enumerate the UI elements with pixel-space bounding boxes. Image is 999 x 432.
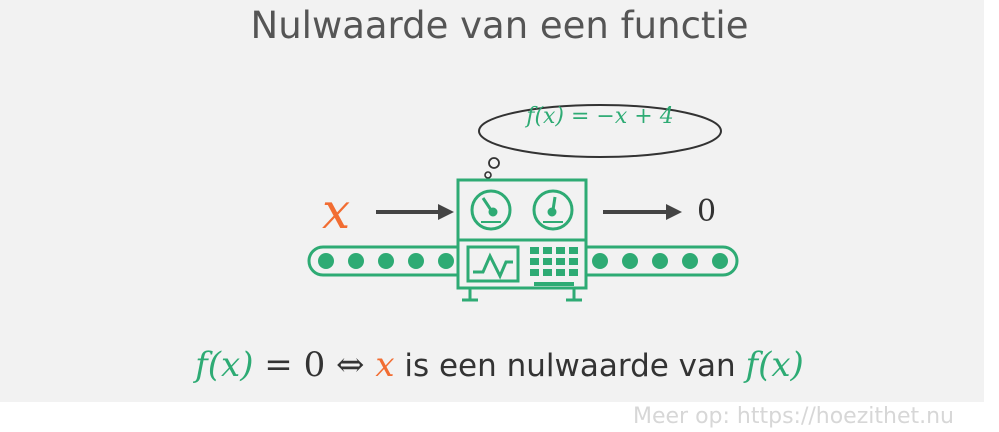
formula-x: x <box>375 345 395 385</box>
page-title: Nulwaarde van een functie <box>250 4 749 47</box>
formula-equals-zero: = 0 ⇔ <box>253 345 376 385</box>
formula-fx-right: f(x) <box>745 345 804 385</box>
conveyor-rollers <box>318 253 728 269</box>
gauge-icon <box>470 189 512 231</box>
bottom-formula: f(x) = 0 ⇔ x is een nulwaarde van f(x) <box>0 345 999 385</box>
formula-text: is een nulwaarde van <box>394 348 746 384</box>
gauge-icon <box>532 189 574 231</box>
arrow-right-icon <box>376 204 454 220</box>
keypad-icon <box>530 247 578 276</box>
thought-bubble <box>478 104 722 158</box>
watermark-link[interactable]: Meer op: https://hoezithet.nu <box>633 404 954 429</box>
formula-fx-left: f(x) <box>195 345 254 385</box>
input-x-label: x <box>322 182 351 240</box>
bubble-formula: f(x) = −x + 4 <box>526 104 674 129</box>
output-zero-label: 0 <box>697 194 717 229</box>
thought-dot-large <box>488 157 500 169</box>
wave-icon <box>466 245 520 283</box>
thought-dot-small <box>484 171 492 179</box>
arrow-right-icon <box>603 204 682 220</box>
